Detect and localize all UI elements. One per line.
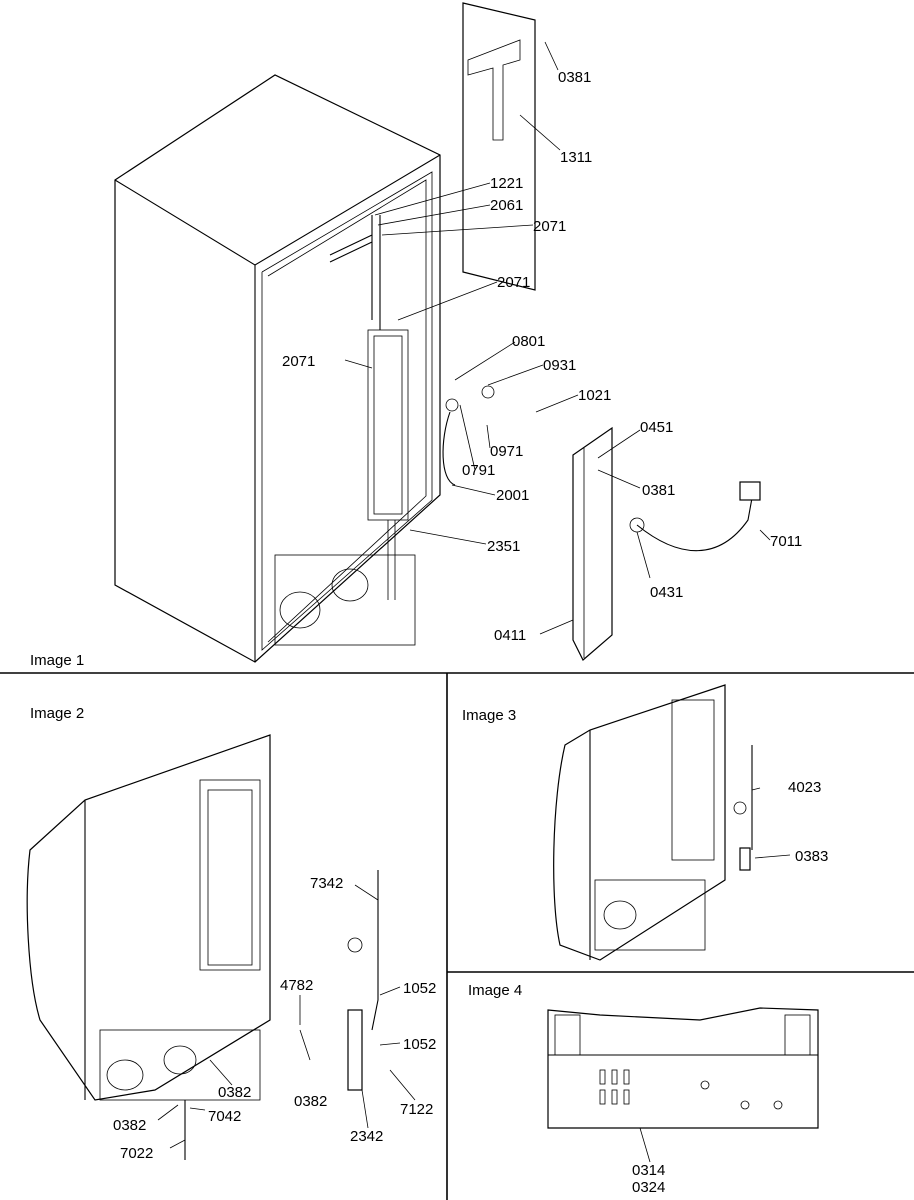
callout-label: 2071 xyxy=(497,274,530,291)
callout-label: 0431 xyxy=(650,584,683,601)
callout-label: 2351 xyxy=(487,538,520,555)
image2-drawing xyxy=(26,734,416,1160)
image1-drawing xyxy=(114,2,771,663)
callout-label: 7011 xyxy=(770,533,802,550)
image2-title: Image 2 xyxy=(30,705,84,722)
callout-label: 1021 xyxy=(578,387,611,404)
callout-label: 7022 xyxy=(120,1145,153,1162)
image1-title: Image 1 xyxy=(30,652,84,669)
callout-label: 7122 xyxy=(400,1101,433,1118)
callout-label: 7342 xyxy=(310,875,343,892)
callout-label: 4782 xyxy=(280,977,313,994)
callout-label: 0382 xyxy=(218,1084,251,1101)
callout-label: 0791 xyxy=(462,462,495,479)
panel-titles: Image 1 Image 2 Image 3 Image 4 xyxy=(30,652,522,999)
image4-callouts: 0314 0324 xyxy=(632,1162,665,1196)
callout-label: 0314 xyxy=(632,1162,665,1179)
callout-label: 0383 xyxy=(795,848,828,865)
callout-label: 0931 xyxy=(543,357,576,374)
callout-label: 0381 xyxy=(558,69,591,86)
image3-title: Image 3 xyxy=(462,707,516,724)
callout-label: 1052 xyxy=(403,1036,436,1053)
callout-label: 0971 xyxy=(490,443,523,460)
callout-label: 2071 xyxy=(533,218,566,235)
callout-label: 0451 xyxy=(640,419,673,436)
callout-label: 4023 xyxy=(788,779,821,796)
panel-borders xyxy=(0,672,914,1200)
image3-callouts: 4023 0383 xyxy=(788,779,828,865)
callout-label: 0382 xyxy=(113,1117,146,1134)
callout-label: 2001 xyxy=(496,487,529,504)
callout-label: 1221 xyxy=(490,175,523,192)
callout-label: 1311 xyxy=(560,149,592,166)
callout-label: 0382 xyxy=(294,1093,327,1110)
callout-label: 2061 xyxy=(490,197,523,214)
callout-label: 2071 xyxy=(282,353,315,370)
image2-callouts: 7342 4782 1052 1052 0382 0382 7122 0382 … xyxy=(113,875,436,1162)
callout-label: 0381 xyxy=(642,482,675,499)
image4-title: Image 4 xyxy=(468,982,522,999)
image3-drawing xyxy=(553,684,791,961)
callout-label: 7042 xyxy=(208,1108,241,1125)
image1-callouts: 0381 1311 1221 2061 2071 2071 0801 0931 … xyxy=(282,69,802,644)
callout-label: 0801 xyxy=(512,333,545,350)
callout-label: 1052 xyxy=(403,980,436,997)
image4-drawing xyxy=(547,1007,819,1163)
callout-label: 2342 xyxy=(350,1128,383,1145)
callout-label: 0324 xyxy=(632,1179,665,1196)
callout-label: 0411 xyxy=(494,627,526,644)
